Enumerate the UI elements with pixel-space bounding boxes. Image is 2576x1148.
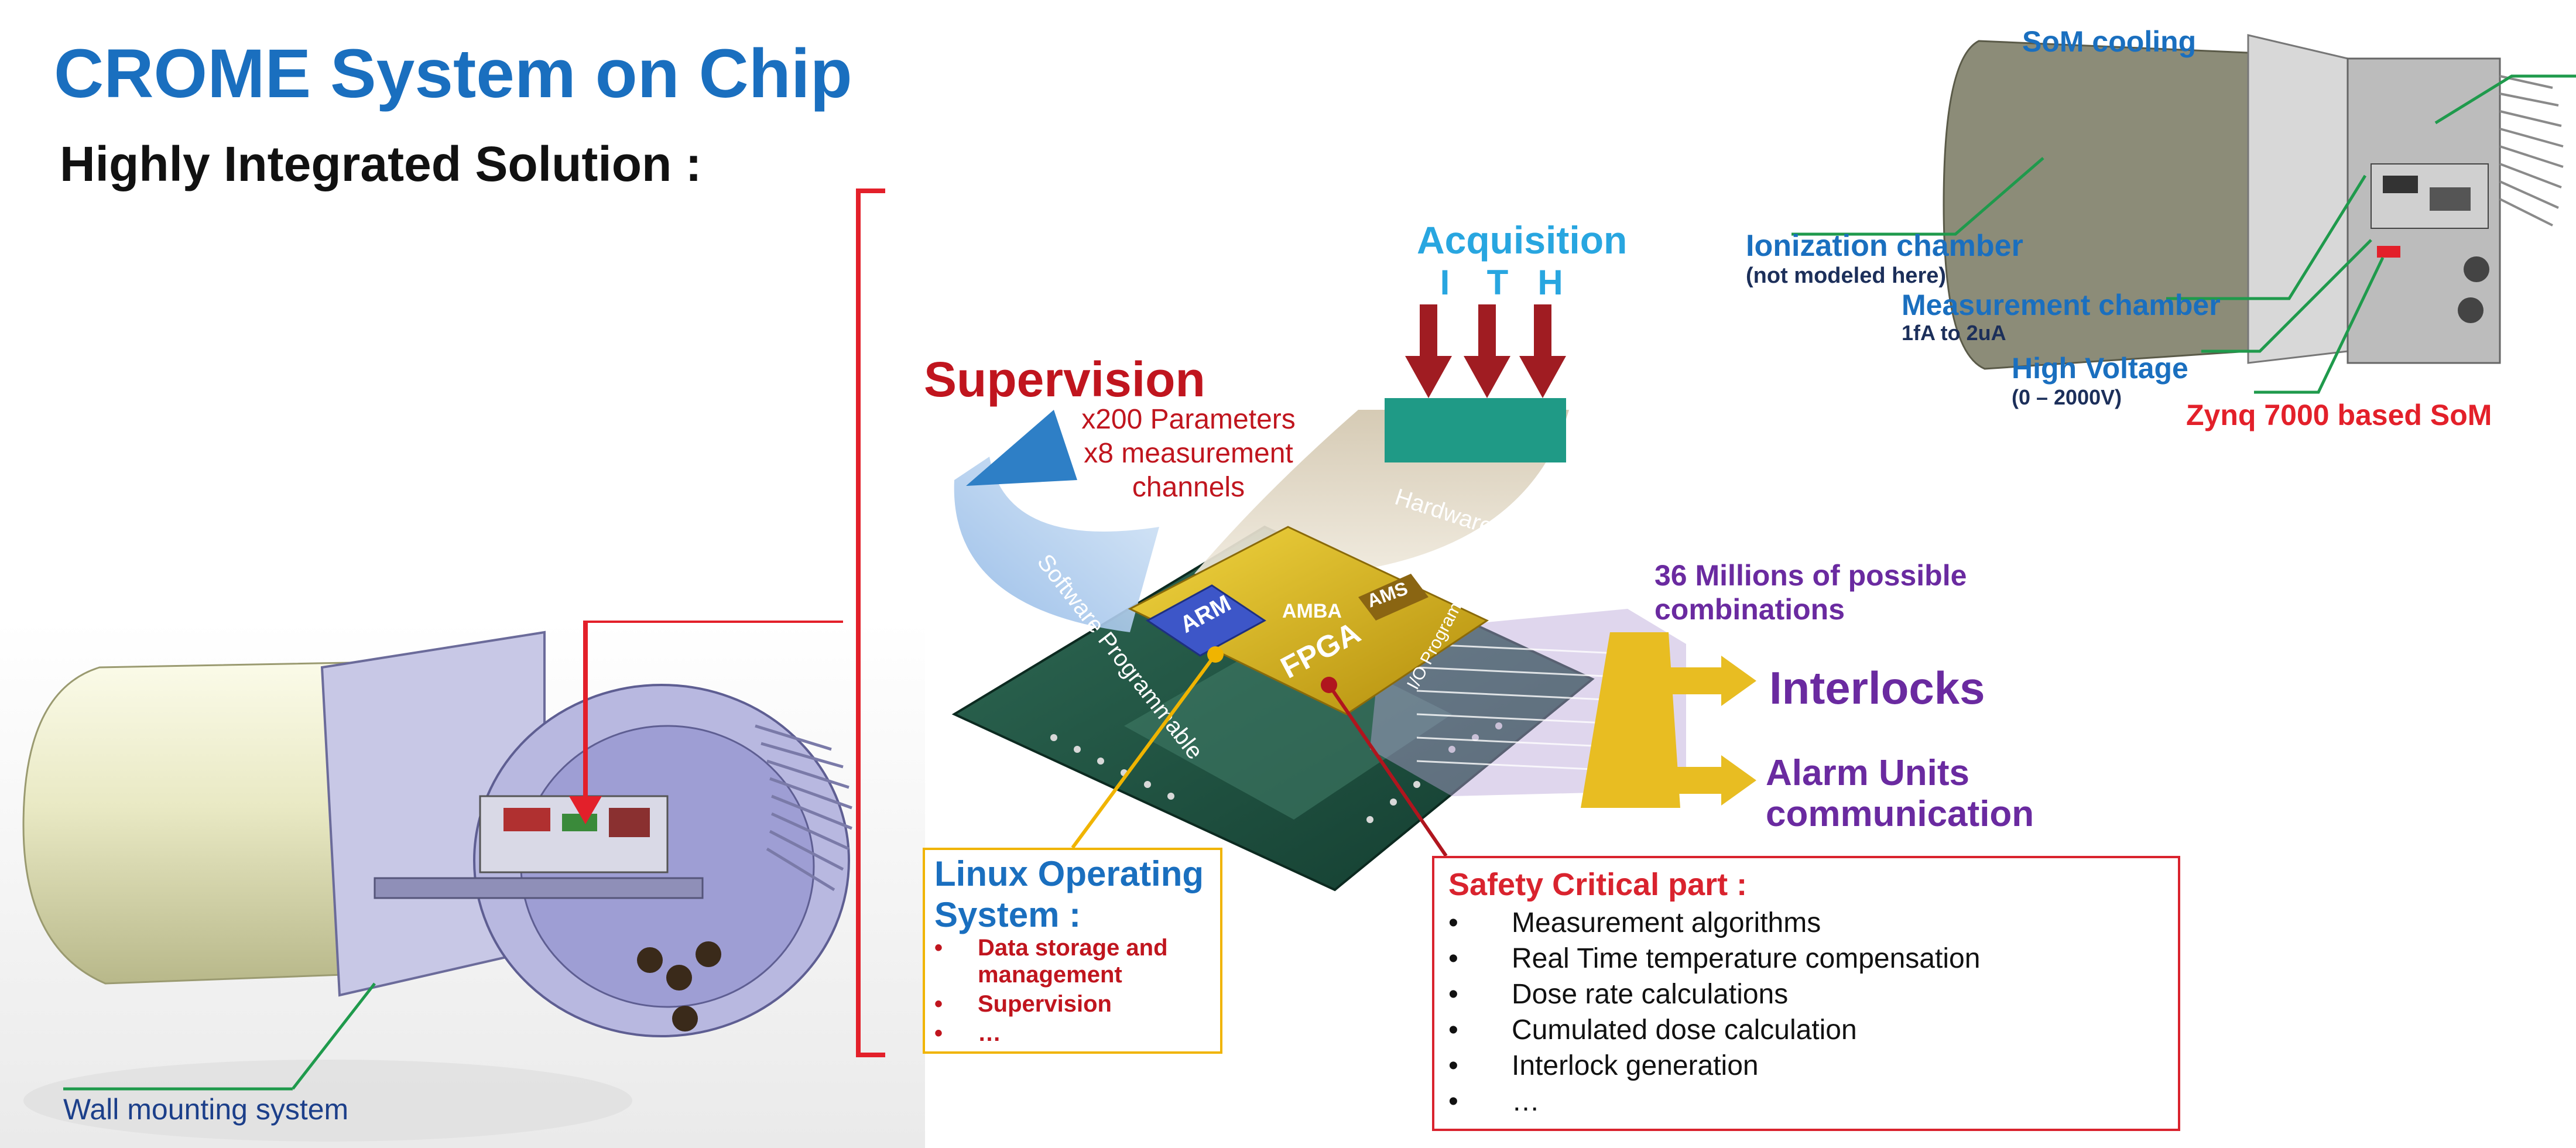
housing-fins (2499, 75, 2564, 227)
page-subtitle: Highly Integrated Solution : (60, 136, 702, 191)
callout-leader-lines (1791, 74, 2576, 394)
pointer-arrowhead (569, 796, 602, 824)
linux-leader-line (1071, 653, 1217, 849)
linux-os-title: Linux Operating System : (934, 854, 1204, 934)
safety-leader-line (1327, 684, 1448, 857)
acquisition-channels: I T H (1427, 262, 1568, 303)
amba-label: AMBA (1282, 600, 1342, 622)
connectors (637, 941, 721, 1032)
software-programmable-ribbon (954, 457, 1159, 632)
safety-item: Interlock generation (1448, 1048, 2163, 1084)
som-cooling-label: SoM cooling (2022, 25, 2197, 58)
wall-mounting-label: Wall mounting system (63, 1093, 349, 1126)
solder-pads (1050, 722, 1502, 823)
alarm-units-label: Alarm Units communication (1766, 753, 2034, 834)
supervision-label: Supervision (924, 352, 1205, 407)
safety-item: Real Time temperature compensation (1448, 941, 2163, 976)
page-title: CROME System on Chip (54, 35, 852, 112)
safety-item: Measurement algorithms (1448, 905, 2163, 941)
high-voltage-label: High Voltage (2012, 352, 2188, 385)
not-modeled-label: (not modeled here) (1746, 263, 1947, 288)
hardware-top-bar (1385, 398, 1566, 462)
supervision-detail-line: x200 Parameters (1081, 404, 1296, 435)
linux-os-item: … (934, 1020, 1215, 1047)
safety-item: Cumulated dose calculation (1448, 1012, 2163, 1048)
hv-range-label: (0 – 2000V) (2012, 385, 2122, 409)
measurement-range-label: 1fA to 2uA (1902, 321, 2006, 345)
measurement-chamber-label: Measurement chamber (1902, 289, 2221, 321)
device-render-illustration (0, 621, 925, 1148)
output-arrows (1669, 656, 1756, 806)
cooling-fins (755, 724, 852, 892)
linux-os-list: Data storage and management Supervision … (934, 934, 1215, 1049)
safety-item: Dose rate calculations (1448, 976, 2163, 1012)
channel-h: H (1537, 263, 1563, 302)
io-gold-block (1581, 632, 1680, 808)
acquisition-label: Acquisition (1417, 218, 1628, 262)
red-bracket (856, 189, 885, 1057)
channel-i: I (1440, 263, 1450, 302)
supervision-arrowhead (966, 410, 1077, 486)
ionization-chamber-shape (1943, 40, 2249, 370)
ionization-chamber-label: Ionization chamber (1746, 229, 2023, 263)
safety-critical-title: Safety Critical part : (1448, 867, 1748, 902)
linux-os-item: Supervision (934, 991, 1215, 1017)
supervision-detail-line: channels (1132, 472, 1245, 503)
device-cutaway-illustration (1791, 34, 2576, 394)
zynq-label: Zynq 7000 based SoM (2186, 399, 2492, 431)
acquisition-arrows (1405, 304, 1566, 398)
arm-block[interactable] (1146, 584, 1266, 657)
cylinder-body (22, 660, 423, 985)
channel-t: T (1486, 263, 1509, 302)
safety-critical-list: Measurement algorithms Real Time tempera… (1448, 905, 2163, 1119)
supervision-detail-line: x8 measurement (1084, 438, 1293, 469)
combinations-text: 36 Millions of possible combinations (1654, 559, 1967, 626)
soc-diagram: Software Programmable Hardware Programma… (951, 304, 1756, 892)
supervision-details: x200 Parameters x8 measurement channels (1066, 403, 1311, 505)
gold-die (1128, 526, 1489, 715)
safety-item: … (1448, 1084, 2163, 1119)
interlocks-label: Interlocks (1769, 662, 1985, 714)
linux-os-item: Data storage and management (934, 934, 1215, 988)
